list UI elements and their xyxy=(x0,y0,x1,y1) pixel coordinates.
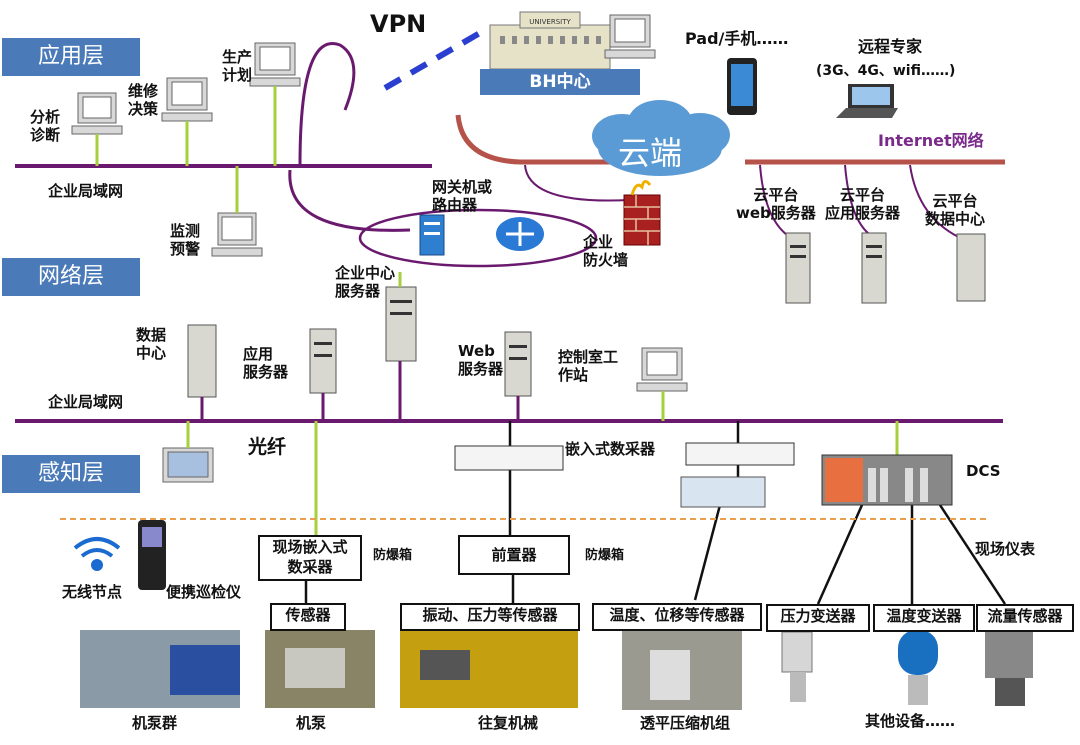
embedded-daq-label: 嵌入式数采器 xyxy=(565,440,656,458)
router-icon xyxy=(496,217,544,251)
vpn-curve xyxy=(298,42,356,166)
flow-sensor-box: 流量传感器 xyxy=(976,604,1074,632)
firewall-cloud-link xyxy=(524,164,631,202)
computer-icons xyxy=(71,14,688,483)
cloud-shape xyxy=(592,100,730,176)
pressure-transmitter-box: 压力变送器 xyxy=(766,604,870,632)
phone-icon xyxy=(727,58,757,115)
laptop-icon xyxy=(836,84,898,118)
control-ws-label: 控制室工 作站 xyxy=(558,348,619,384)
layer-tab-application: 应用层 xyxy=(2,38,140,76)
layer-tab-network: 网络层 xyxy=(2,258,140,296)
firewall-icon xyxy=(623,180,661,246)
cloud-app-label: 云平台 应用服务器 xyxy=(825,186,901,222)
vpn-label: VPN xyxy=(370,10,427,38)
frontend-box: 前置器 xyxy=(458,535,570,575)
field-daq-box: 现场嵌入式 数采器 xyxy=(258,535,362,581)
cloud-label: 云端 xyxy=(618,134,683,172)
app-server-label: 应用 服务器 xyxy=(243,345,289,381)
internet-label: Internet网络 xyxy=(878,131,984,150)
sensor-box: 传感器 xyxy=(270,603,346,631)
top-lan-label: 企业局域网 xyxy=(48,182,124,200)
daq-units xyxy=(454,442,795,508)
pump-label: 机泵 xyxy=(296,714,327,732)
gateway-ellipse xyxy=(358,208,598,268)
server-bus-links xyxy=(200,361,520,421)
handheld-inspector xyxy=(138,520,166,590)
web-server-label: Web 服务器 xyxy=(458,342,504,378)
fiber-label: 光纤 xyxy=(248,436,287,458)
center-server-label: 企业中心 服务器 xyxy=(335,264,396,300)
portable-inspector-label: 便携巡检仪 xyxy=(166,583,242,601)
firewall-label: 企业 防火墙 xyxy=(583,233,629,269)
wifi-icon xyxy=(73,537,121,571)
other-devices-label: 其他设备…… xyxy=(865,712,956,730)
cloud-web-label: 云平台 web服务器 xyxy=(736,186,816,222)
remote-net-label: (3G、4G、wifi……) xyxy=(816,63,956,79)
router-link-curve xyxy=(288,169,411,232)
dcs-label: DCS xyxy=(966,462,1001,480)
layer-tab-perception: 感知层 xyxy=(2,455,140,493)
compressor-label: 透平压缩机组 xyxy=(640,714,731,732)
reciprocating-label: 往复机械 xyxy=(478,714,539,732)
temp-transmitter-box: 温度变送器 xyxy=(873,604,975,632)
production-label: 生产 计划 xyxy=(222,48,253,84)
dcs-rack xyxy=(821,454,953,506)
green-links xyxy=(95,86,899,535)
data-center-label: 数据 中心 xyxy=(136,326,167,362)
university-building: UNIVERSITY xyxy=(489,11,611,70)
temp-disp-sensor-box: 温度、位移等传感器 xyxy=(592,603,762,631)
wireless-node-label: 无线节点 xyxy=(62,583,123,601)
explosion-box-label-1: 防爆箱 xyxy=(373,548,413,563)
university-sign: UNIVERSITY xyxy=(529,18,571,26)
mid-lan-label: 企业局域网 xyxy=(48,393,124,411)
server-slots xyxy=(314,245,882,360)
gateway-label: 网关机或 路由器 xyxy=(432,178,493,214)
bh-center-label: BH中心 xyxy=(480,69,640,95)
analysis-label: 分析 诊断 xyxy=(30,108,61,144)
vpn-dashed-link xyxy=(383,27,487,91)
wan-link-left xyxy=(455,114,615,165)
equipment-photos xyxy=(80,628,1033,710)
pad-phone-label: Pad/手机…… xyxy=(685,29,789,48)
device-links xyxy=(304,421,1007,605)
maintenance-label: 维修 决策 xyxy=(128,82,159,118)
explosion-box-label-2: 防爆箱 xyxy=(585,548,625,563)
monitor-label: 监测 预警 xyxy=(170,222,201,258)
gateway-icon xyxy=(419,214,445,256)
pump-group-label: 机泵群 xyxy=(132,714,178,732)
cloud-dc-label: 云平台 数据中心 xyxy=(925,192,986,228)
field-instruments-label: 现场仪表 xyxy=(975,540,1036,558)
vib-sensor-box: 振动、压力等传感器 xyxy=(400,603,580,631)
remote-expert-label: 远程专家 xyxy=(858,37,923,56)
